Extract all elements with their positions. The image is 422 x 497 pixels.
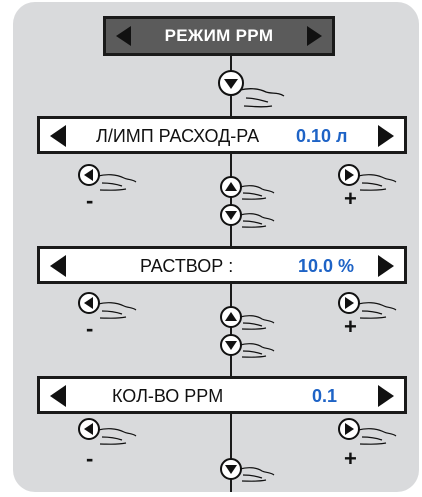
triangle-left-icon[interactable] [116,26,131,46]
minus-sign: - [86,316,94,341]
right-arrow-icon [345,423,354,435]
flow-meter-value: 0.10 л [296,126,348,146]
left-button[interactable] [78,292,100,314]
solution-label: РАСТВОР : [140,256,234,276]
down-arrow-icon [225,211,237,220]
triangle-left-icon[interactable] [50,255,66,277]
hand-icon [239,213,275,228]
left-button[interactable] [78,164,100,186]
mode-header[interactable]: РЕЖИМ PPM [103,16,335,56]
down-arrow-icon [224,79,238,89]
minus-sign: - [86,188,94,213]
down-button[interactable] [218,70,244,96]
left-arrow-icon [84,423,93,435]
hand-icon [239,88,285,108]
solution-value: 10.0 % [298,256,355,276]
plus-sign: + [344,446,357,471]
right-button[interactable] [338,292,360,314]
triangle-right-icon[interactable] [307,26,322,46]
up-arrow-icon [225,312,237,321]
solution-row[interactable]: РАСТВОР : 10.0 % [37,246,407,284]
triangle-right-icon[interactable] [378,255,394,277]
ppm-amount-label: КОЛ-ВО PPM [112,386,224,406]
hand-icon [239,185,275,200]
right-button[interactable] [338,164,360,186]
triangle-left-icon[interactable] [50,125,66,147]
ppm-amount-value: 0.1 [312,386,338,406]
triangle-right-icon[interactable] [378,125,394,147]
hand-icon [357,302,397,319]
triangle-left-icon[interactable] [50,385,66,407]
hand-icon [239,467,275,482]
minus-sign: - [86,446,94,471]
connector-line [230,412,232,492]
right-button[interactable] [338,418,360,440]
hand-icon [97,174,137,191]
left-arrow-icon [84,297,93,309]
down-arrow-icon [225,465,237,474]
down-arrow-icon [225,341,237,350]
hand-icon [97,428,137,445]
plus-sign: + [344,314,357,339]
hand-icon [97,302,137,319]
plus-sign: + [344,186,357,211]
up-arrow-icon [225,182,237,191]
hand-icon [239,315,275,330]
right-arrow-icon [345,297,354,309]
left-button[interactable] [78,418,100,440]
hand-icon [357,428,397,445]
right-arrow-icon [345,169,354,181]
hand-icon [357,174,397,191]
flow-meter-row[interactable]: Л/ИМП РАСХОД-РА 0.10 л [37,116,407,154]
flow-meter-label: Л/ИМП РАСХОД-РА [96,126,260,146]
connector-line [230,282,232,376]
left-arrow-icon [84,169,93,181]
ppm-amount-row[interactable]: КОЛ-ВО PPM 0.1 [37,376,407,414]
connector-line [230,152,232,246]
triangle-right-icon[interactable] [378,385,394,407]
hand-icon [239,343,275,358]
mode-title: РЕЖИМ PPM [164,26,274,45]
